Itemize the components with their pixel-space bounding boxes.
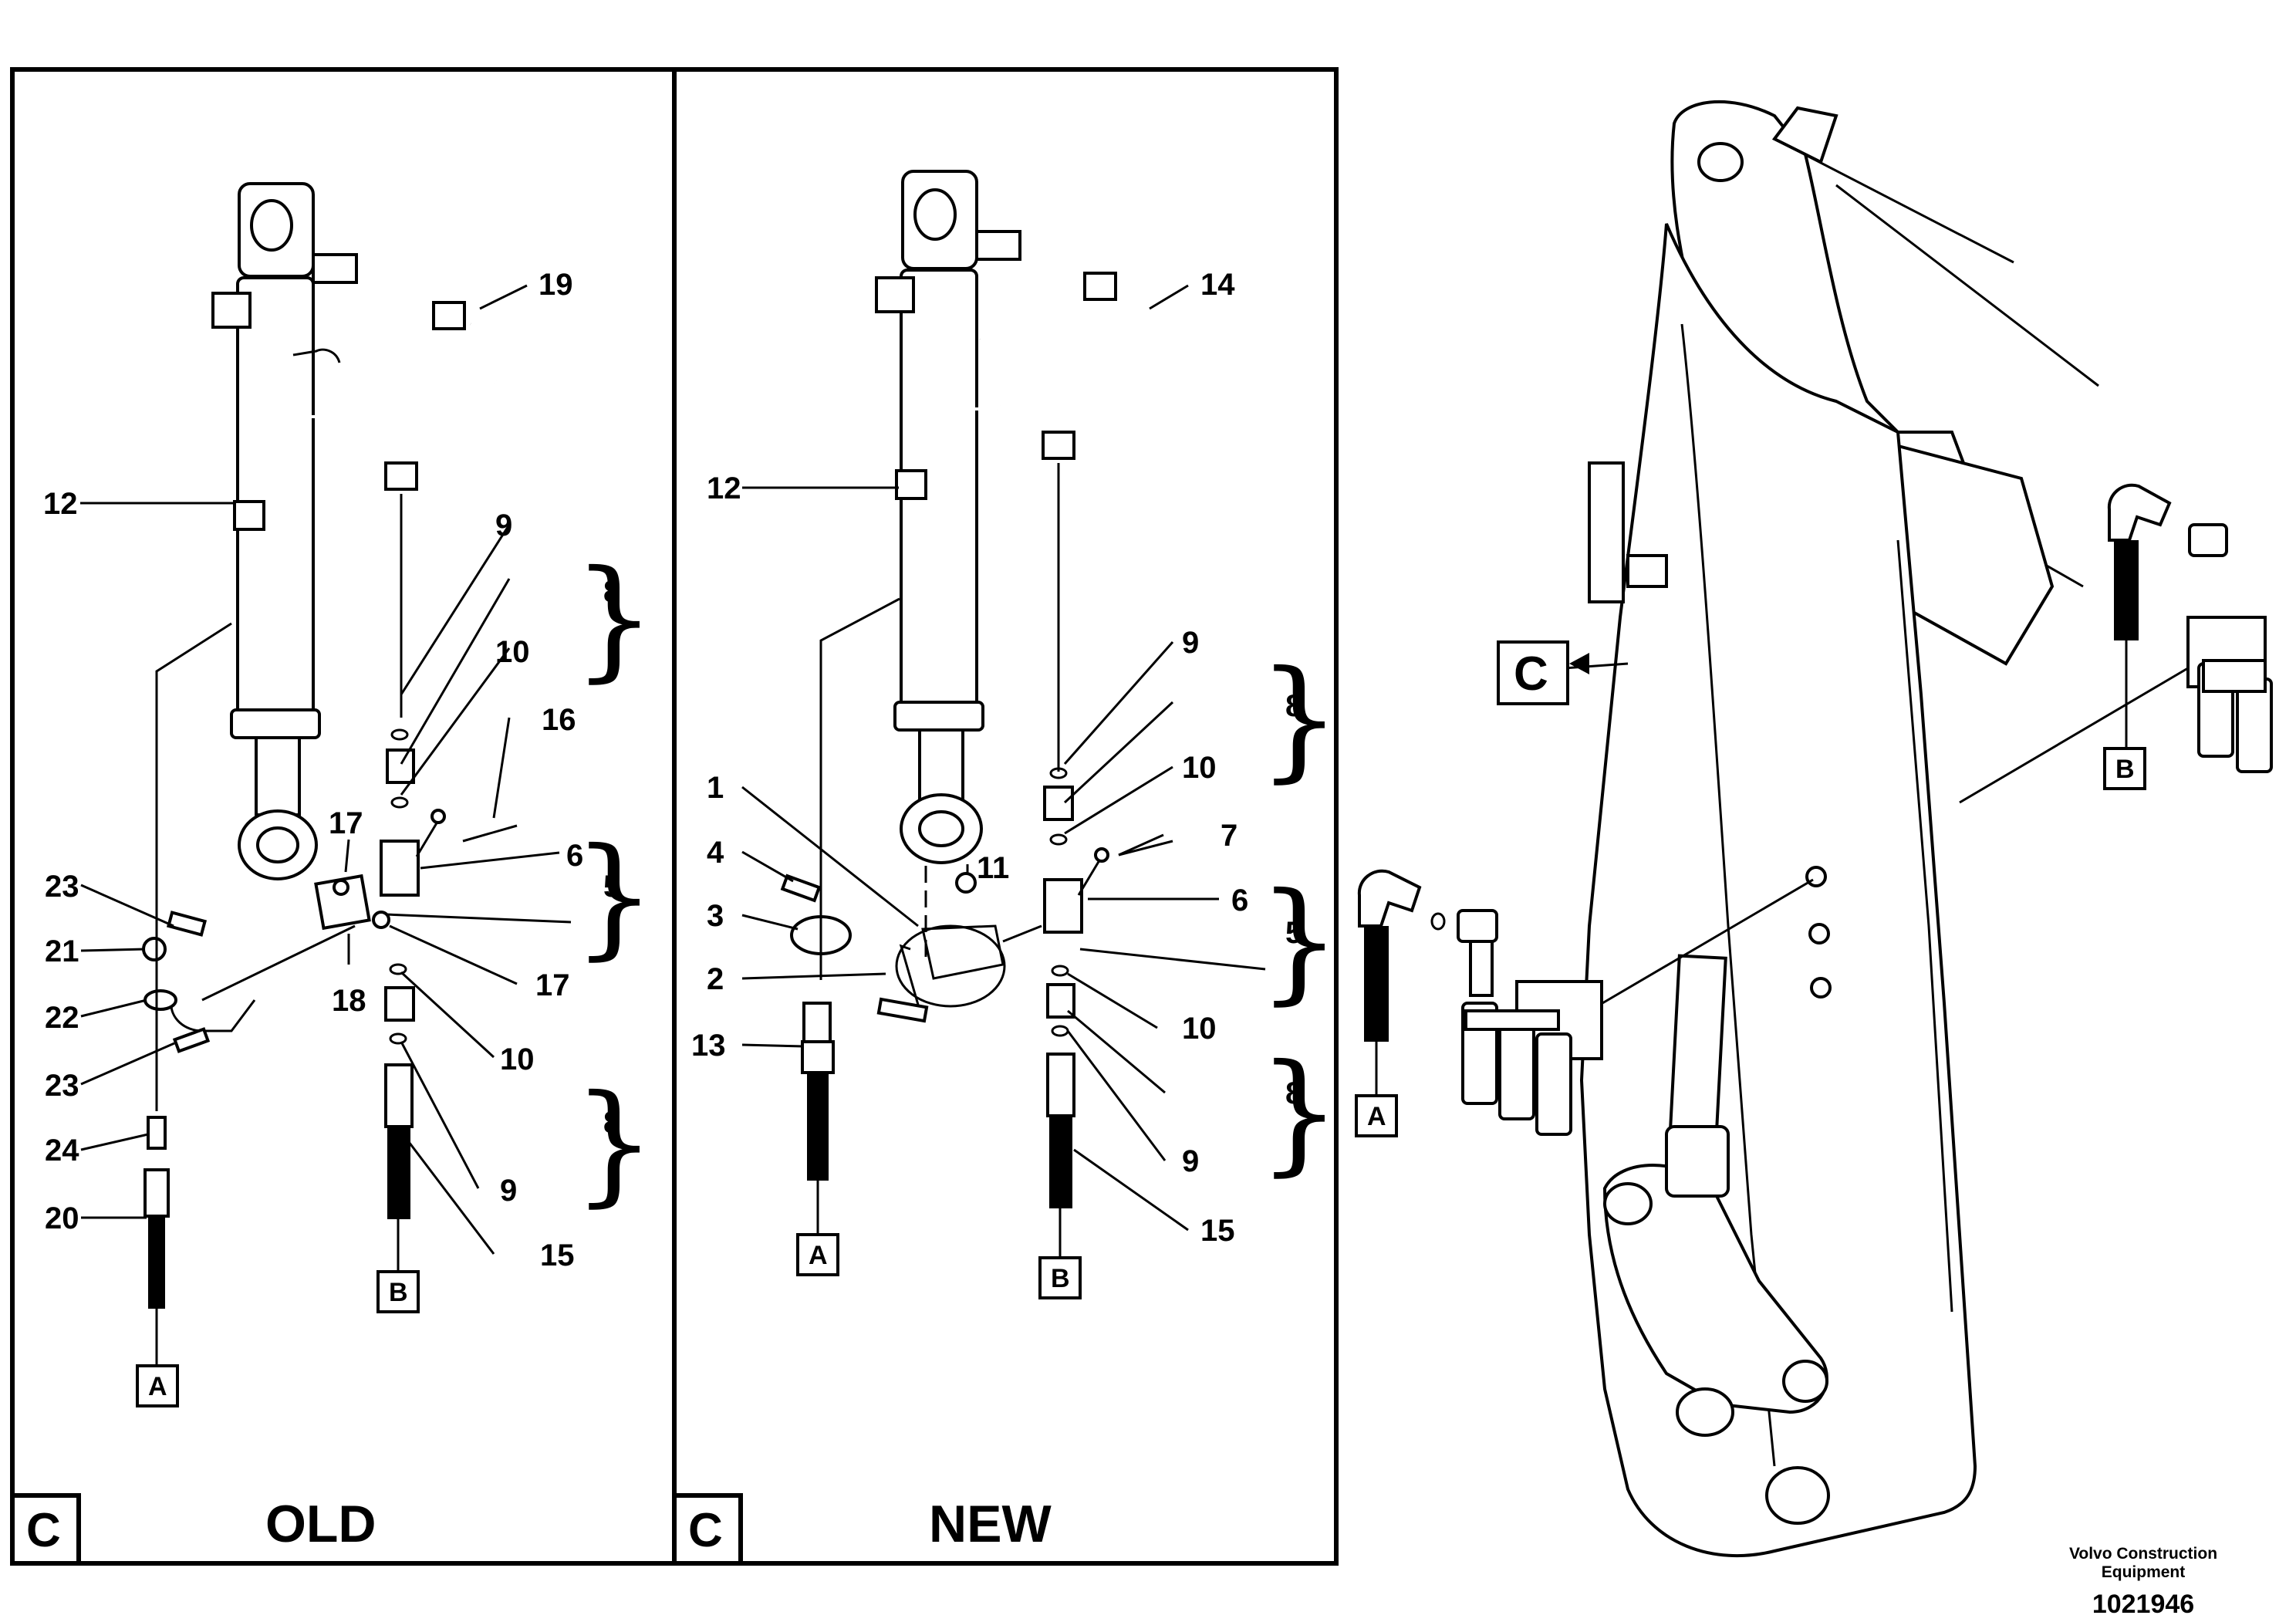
brand-line-1: Volvo Construction — [2069, 1545, 2217, 1563]
new-panel-frame — [672, 67, 1339, 1566]
callout-9-old-lower: 9 — [500, 1174, 517, 1208]
svg-text:B: B — [389, 1278, 408, 1307]
callout-10-old-lower: 10 — [500, 1042, 535, 1076]
callout-14: 14 — [1200, 268, 1235, 302]
old-cylinder-assembly — [211, 182, 501, 880]
callout-7: 7 — [1221, 819, 1237, 853]
callout-2: 2 — [707, 962, 724, 996]
connector-b-overview: B — [2103, 747, 2146, 790]
svg-text:A: A — [1367, 1102, 1386, 1131]
callout-12-old: 12 — [43, 487, 78, 521]
callout-8-old-upper: 8 — [603, 575, 620, 609]
callout-18: 18 — [332, 984, 366, 1018]
callout-20: 20 — [45, 1201, 79, 1235]
callout-8-old-lower: 8 — [603, 1106, 620, 1140]
callout-11: 11 — [977, 851, 1009, 885]
callout-12-new: 12 — [707, 471, 741, 505]
connector-a-overview: A — [1355, 1094, 1398, 1137]
new-callout-leaders — [741, 284, 1266, 1258]
callout-23-upper: 23 — [45, 870, 79, 904]
callout-9-old-upper: 9 — [495, 509, 512, 542]
old-panel-title: OLD — [265, 1495, 376, 1553]
callout-19: 19 — [539, 268, 573, 302]
old-valve-and-fittings — [142, 622, 518, 1309]
brace-8-new-upper: } — [1258, 643, 1341, 796]
callout-15-new: 15 — [1200, 1214, 1235, 1248]
brace-8-old-upper: } — [572, 542, 656, 695]
old-callout-leaders — [80, 284, 572, 1366]
svg-text:A: A — [809, 1241, 828, 1270]
section-c-label-new: C — [688, 1504, 723, 1557]
new-panel-title: NEW — [929, 1495, 1052, 1553]
callout-4: 4 — [707, 836, 724, 870]
callout-6-old: 6 — [566, 839, 583, 873]
figure-number: 1021946 — [2092, 1590, 2194, 1619]
callout-24: 24 — [45, 1134, 79, 1168]
svg-text:B: B — [1051, 1264, 1070, 1293]
callout-10-new-lower: 10 — [1182, 1012, 1217, 1046]
svg-text:A: A — [148, 1372, 167, 1401]
callout-21: 21 — [45, 934, 79, 968]
overview-hose-b-group — [2107, 483, 2273, 773]
callout-15-old: 15 — [540, 1238, 575, 1272]
callout-10-old-upper: 10 — [495, 635, 530, 669]
callout-9-new-lower: 9 — [1182, 1144, 1199, 1178]
connector-b-new: B — [1038, 1256, 1082, 1299]
overview-hose-a-group — [1357, 869, 1603, 1136]
boom-arm-overview — [1521, 100, 2223, 1558]
brand-line-2: Equipment — [2102, 1563, 2186, 1581]
callout-10-new-upper: 10 — [1182, 751, 1217, 785]
callout-16: 16 — [542, 703, 576, 737]
section-c-box-new — [672, 1493, 743, 1566]
brace-5-old: } — [572, 820, 656, 973]
svg-text:C: C — [1514, 647, 1548, 701]
section-c-label-old: C — [26, 1504, 61, 1557]
connector-a-new: A — [796, 1233, 839, 1276]
callout-6-new: 6 — [1231, 884, 1248, 917]
new-cylinder-assembly — [875, 170, 1155, 864]
brace-8-old-lower: } — [572, 1067, 656, 1220]
callout-22: 22 — [45, 1001, 79, 1035]
svg-text:B: B — [2115, 755, 2135, 784]
brace-8-new-lower: } — [1258, 1036, 1341, 1189]
callout-8-new-lower: 8 — [1285, 1076, 1302, 1110]
callout-3: 3 — [707, 899, 724, 933]
callout-1: 1 — [707, 771, 724, 805]
callout-23-lower: 23 — [45, 1069, 79, 1103]
connector-a-old: A — [136, 1364, 179, 1407]
new-valve-and-fittings — [780, 597, 1173, 1208]
callout-8-new-upper: 8 — [1285, 689, 1302, 723]
section-c-box-old — [10, 1493, 81, 1566]
callout-5-new: 5 — [1285, 916, 1302, 950]
brace-5-new: } — [1258, 865, 1341, 1018]
overview-section-c-tag: C — [1497, 640, 1589, 705]
callout-5-old: 5 — [603, 870, 620, 904]
connector-b-old: B — [376, 1270, 420, 1313]
callout-17-old-upper: 17 — [329, 806, 363, 840]
callout-9-new-upper: 9 — [1182, 626, 1199, 660]
callout-13: 13 — [691, 1029, 726, 1063]
callout-17-old-lower: 17 — [535, 968, 570, 1002]
